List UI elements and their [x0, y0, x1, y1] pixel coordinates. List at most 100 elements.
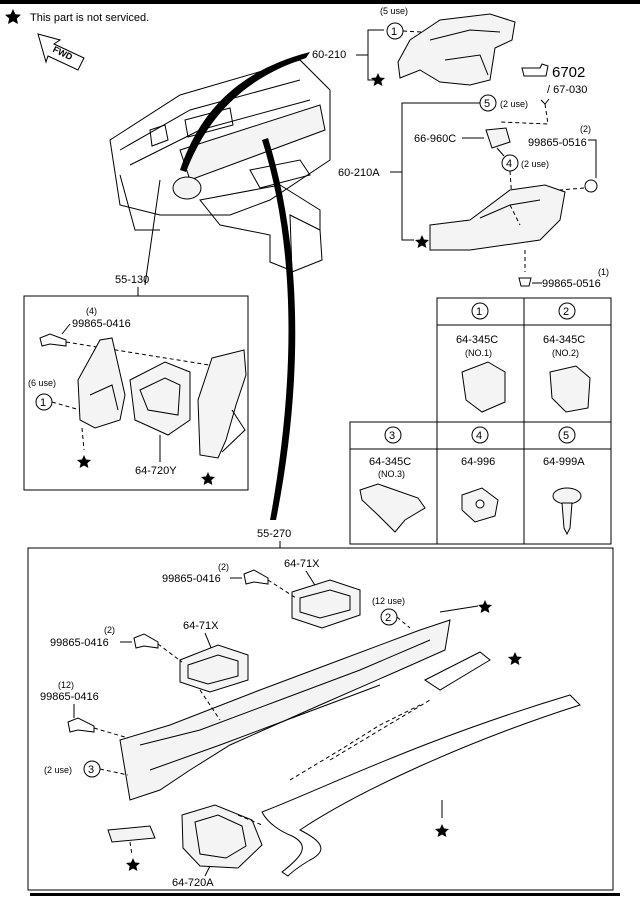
ref-main: 6702 — [552, 64, 585, 81]
label-99865-0416-a: 99865-0416 — [72, 318, 131, 330]
label-99865-0416-b: 99865-0416 — [162, 573, 221, 585]
clip-cell-1: 1 64-345C (NO.1) — [456, 302, 506, 413]
label-99865-0416-d: 99865-0416 — [40, 691, 99, 703]
screw-99865-0416-a — [39, 333, 67, 347]
group-60-210: 60-210 (5 use) 1 — [312, 6, 516, 86]
callout-5 — [479, 94, 497, 112]
star-icon — [508, 652, 522, 665]
qty-2-0416-a: (2) — [218, 562, 229, 572]
callout-5-num: 5 — [484, 98, 490, 110]
fwd-arrow: FWD — [37, 33, 85, 71]
svg-text:64-345C: 64-345C — [456, 334, 498, 346]
ref-6702: 6702 / 67-030 — [499, 63, 587, 125]
label-64-720Y: 64-720Y — [135, 465, 177, 477]
leader-swoosh-lower — [262, 138, 296, 520]
callout-4-num: 4 — [506, 158, 512, 170]
ref-sub: / 67-030 — [547, 84, 587, 96]
label-60-210: 60-210 — [312, 49, 346, 61]
fwd-arrow-icon — [37, 33, 85, 71]
part-column-cover-upper — [397, 13, 516, 86]
clip-64-345C-no3-icon — [359, 483, 426, 533]
part-64-720A-vent — [181, 804, 263, 869]
star-icon — [478, 600, 492, 613]
callout-1-left-num: 1 — [40, 397, 46, 409]
star-icon — [371, 73, 385, 86]
clip-table: 1 64-345C (NO.1) 2 64-345C (NO.2) 3 64-3… — [349, 297, 612, 545]
part-lower-strip — [107, 825, 156, 843]
clip-cell-2: 2 64-345C (NO.2) — [543, 302, 591, 413]
qty-2-0516-a: (2) — [580, 124, 591, 134]
label-64-720A: 64-720A — [172, 877, 214, 889]
label-66-960C: 66-960C — [414, 133, 456, 145]
svg-text:(NO.3): (NO.3) — [378, 469, 405, 479]
screw-99865-0416-c — [133, 633, 159, 649]
clip-64-345C-no2-icon — [549, 365, 591, 413]
label-55-270: 55-270 — [257, 528, 291, 540]
screw-64-999A-icon — [552, 487, 582, 505]
part-trim-strip — [424, 651, 491, 691]
label-64-71X-a: 64-71X — [284, 558, 320, 570]
svg-text:64-345C: 64-345C — [369, 456, 411, 468]
qty-5use: (5 use) — [380, 6, 408, 16]
part-main-bracket — [119, 619, 451, 801]
star-icon — [415, 235, 429, 248]
screw-99865-0416-d — [67, 717, 95, 733]
screw-99865-0516-a — [584, 179, 598, 193]
bottom-rule — [30, 893, 620, 896]
svg-text:3: 3 — [389, 430, 395, 442]
star-icon — [126, 858, 140, 871]
label-99865-0516-b: 99865-0516 — [542, 278, 601, 290]
part-knee-bracket — [77, 337, 126, 429]
clip-cell-4: 4 64-996 — [461, 426, 499, 523]
qty-6use: (6 use) — [28, 378, 56, 388]
part-66-960C — [485, 127, 511, 149]
group-55-130: 55-130 (4) 99865-0416 (6 use) 1 64-720Y — [23, 274, 249, 491]
svg-text:(NO.2): (NO.2) — [552, 348, 579, 358]
clip-64-345C-no1-icon — [461, 361, 506, 413]
label-64-71X-b: 64-71X — [183, 620, 219, 632]
svg-text:64-345C: 64-345C — [543, 334, 585, 346]
qty-2use-4: (2 use) — [521, 159, 549, 169]
qty-12use: (12 use) — [372, 596, 405, 606]
svg-text:2: 2 — [563, 306, 569, 318]
qty-4-0416: (4) — [86, 306, 97, 316]
callout-1-top-num: 1 — [391, 26, 397, 38]
part-64-71X-vent-a — [291, 579, 361, 629]
group-60-210A: 60-210A 5 (2 use) 66-960C 4 (2 use) (2) … — [338, 94, 609, 290]
clip-cell-3: 3 64-345C (NO.3) — [359, 426, 426, 533]
svg-text:5: 5 — [563, 430, 569, 442]
qty-1-0516: (1) — [598, 267, 609, 277]
dashboard-overview — [109, 59, 331, 273]
svg-text:4: 4 — [476, 430, 482, 442]
star-icon — [435, 824, 449, 837]
svg-text:1: 1 — [476, 306, 482, 318]
svg-text:(NO.1): (NO.1) — [465, 348, 492, 358]
label-55-130: 55-130 — [115, 274, 149, 286]
star-icon — [201, 472, 215, 485]
group-55-270: 55-270 64-71X (2) 99865-0416 (12 use) 2 … — [27, 528, 614, 891]
svg-text:64-999A: 64-999A — [543, 456, 585, 468]
clip-cell-5: 5 64-999A — [543, 426, 585, 536]
top-rule — [0, 0, 640, 4]
svg-text:64-996: 64-996 — [461, 456, 495, 468]
part-64-720Y-vent — [129, 361, 191, 436]
qty-2-0416-b: (2) — [104, 625, 115, 635]
qty-12-0416: (12) — [58, 680, 74, 690]
pointing-hand-icon — [521, 63, 549, 77]
qty-2use-3: (2 use) — [44, 765, 72, 775]
part-knee-panel — [197, 349, 247, 459]
qty-2use-5: (2 use) — [500, 99, 528, 109]
callout-2-num: 2 — [385, 612, 391, 624]
star-icon — [5, 9, 21, 24]
label-99865-0516-a: 99865-0516 — [528, 137, 587, 149]
legend: This part is not serviced. — [5, 9, 149, 24]
callout-3-num: 3 — [88, 764, 94, 776]
star-icon — [77, 455, 91, 468]
legend-text: This part is not serviced. — [30, 12, 149, 24]
label-99865-0416-c: 99865-0416 — [50, 637, 109, 649]
screw-99865-0416-b — [243, 569, 269, 585]
part-column-cover-lower — [429, 184, 566, 251]
screw-99865-0516-b — [518, 277, 532, 287]
label-60-210A: 60-210A — [338, 167, 380, 179]
